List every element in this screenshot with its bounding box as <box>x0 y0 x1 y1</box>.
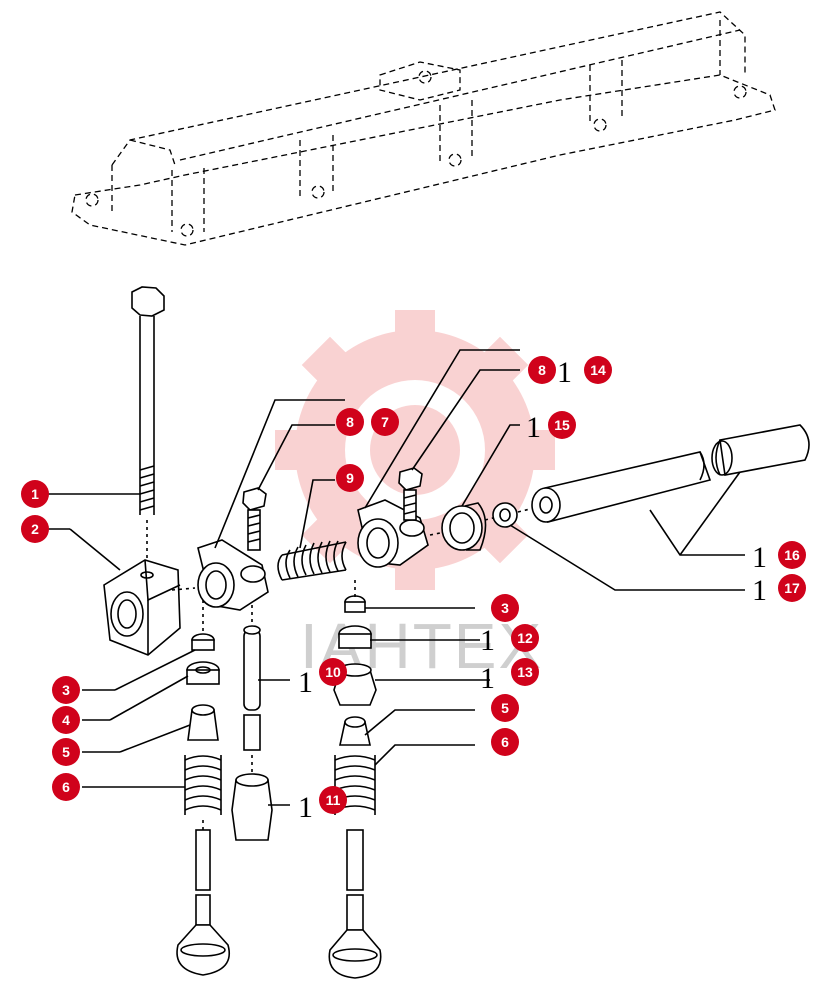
svg-text:8: 8 <box>346 414 354 430</box>
rocker-shaft <box>531 424 810 524</box>
ref-glyph-11: 1 <box>298 791 313 824</box>
ref-glyph-12: 1 <box>480 624 495 657</box>
svg-text:12: 12 <box>517 630 533 646</box>
svg-text:3: 3 <box>62 682 70 698</box>
ref-glyph-15: 1 <box>526 411 541 444</box>
ref-glyph-10: 1 <box>298 666 313 699</box>
svg-text:4: 4 <box>62 712 70 728</box>
callout-14: 14 <box>584 356 612 384</box>
callout-10: 10 <box>319 658 347 686</box>
callout-8-right: 8 <box>528 356 556 384</box>
reference-numbers: 1 1 1 1 1 1 1 1 <box>298 356 767 824</box>
svg-text:5: 5 <box>62 744 70 760</box>
adjusting-screw-left <box>242 487 267 551</box>
ref-glyph-17: 1 <box>752 574 767 607</box>
svg-text:1: 1 <box>31 486 39 502</box>
callout-4: 4 <box>52 706 80 734</box>
callout-16: 16 <box>778 541 806 569</box>
rocker-support-bracket <box>103 559 181 656</box>
left-valve-assembly <box>176 633 230 976</box>
callout-6-right: 6 <box>491 728 519 756</box>
svg-text:14: 14 <box>590 362 606 378</box>
callout-12: 12 <box>511 624 539 652</box>
svg-text:3: 3 <box>501 600 509 616</box>
svg-text:9: 9 <box>346 470 354 486</box>
callout-3-right: 3 <box>491 594 519 622</box>
svg-text:16: 16 <box>784 547 800 563</box>
push-rod-and-tappet <box>231 625 273 841</box>
valve-cover-outline <box>71 11 776 246</box>
callout-6-left: 6 <box>52 773 80 801</box>
callout-2: 2 <box>21 515 49 543</box>
right-valve-assembly <box>328 595 382 979</box>
svg-text:7: 7 <box>381 414 389 430</box>
callout-15: 15 <box>548 411 576 439</box>
svg-text:6: 6 <box>62 779 70 795</box>
svg-text:17: 17 <box>784 580 800 596</box>
adjusting-screw-right <box>398 467 423 521</box>
svg-text:8: 8 <box>538 362 546 378</box>
callout-1: 1 <box>21 480 49 508</box>
left-rocker-arm <box>197 539 269 611</box>
callout-5-left: 5 <box>52 738 80 766</box>
ref-glyph-16: 1 <box>752 541 767 574</box>
leader-lines <box>48 349 745 806</box>
callout-13: 13 <box>511 658 539 686</box>
svg-text:5: 5 <box>501 700 509 716</box>
callout-11: 11 <box>319 786 347 814</box>
svg-text:11: 11 <box>326 792 341 808</box>
callout-5-right: 5 <box>491 694 519 722</box>
rocker-shaft-spring <box>277 540 347 581</box>
callout-8-left: 8 <box>336 408 364 436</box>
callout-7: 7 <box>371 408 399 436</box>
callout-3-left: 3 <box>52 676 80 704</box>
ref-glyph-13: 1 <box>480 662 495 695</box>
callout-9: 9 <box>336 464 364 492</box>
svg-text:15: 15 <box>554 417 570 433</box>
ref-glyph-14: 1 <box>557 356 572 389</box>
svg-text:13: 13 <box>517 664 533 680</box>
svg-text:2: 2 <box>31 521 39 537</box>
svg-text:6: 6 <box>501 734 509 750</box>
shaft-washer <box>492 502 518 528</box>
svg-text:10: 10 <box>325 664 341 680</box>
callout-17: 17 <box>778 574 806 602</box>
long-bolt <box>131 286 165 565</box>
